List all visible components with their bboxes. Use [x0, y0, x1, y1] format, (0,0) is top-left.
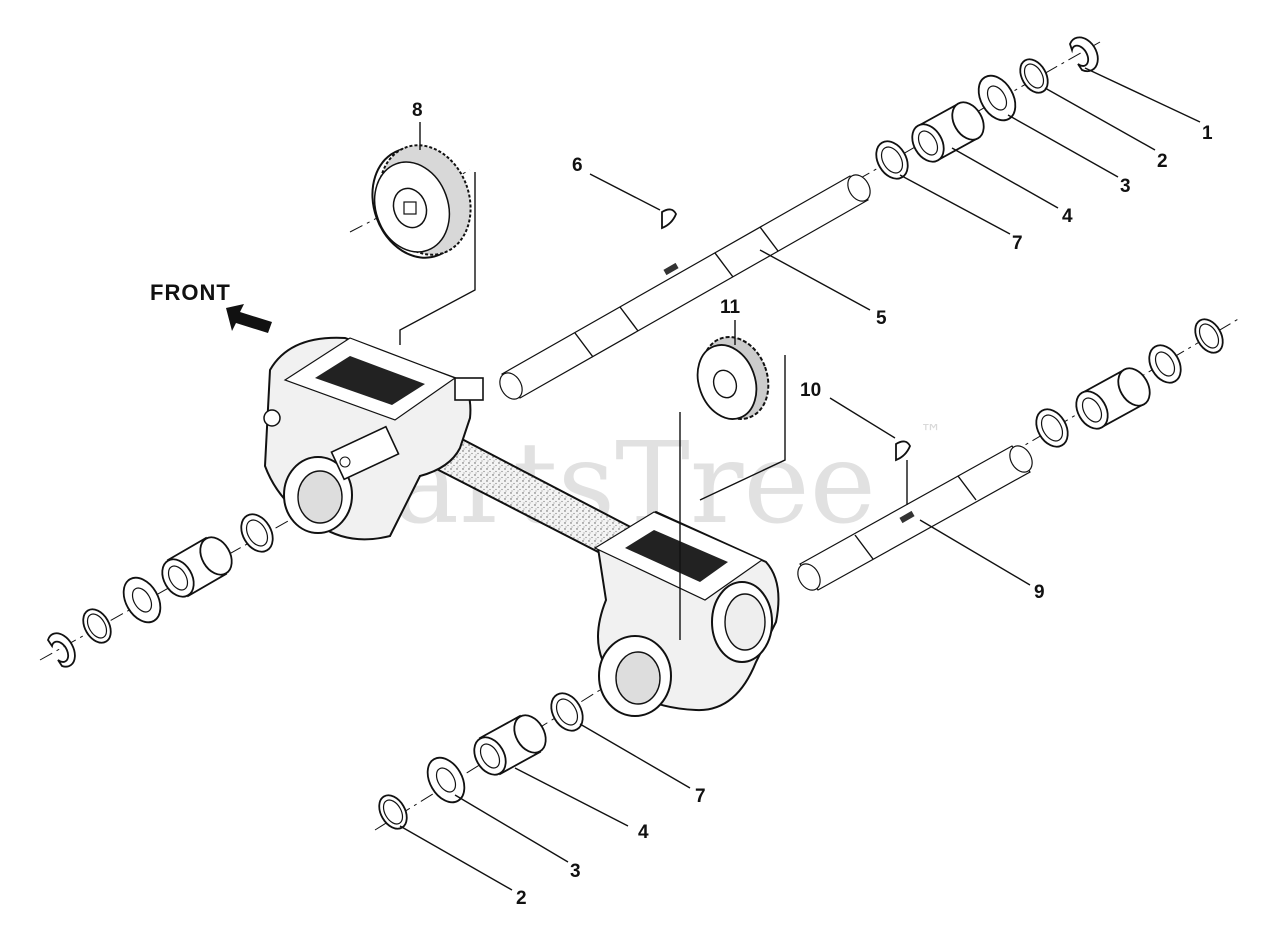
shaft-part-9 [797, 445, 1033, 591]
callout-6: 6 [572, 155, 583, 176]
leader-lines [399, 67, 1201, 891]
washer-left [122, 576, 162, 624]
retainer-ring-part-7-upper [875, 140, 909, 180]
washer-part-3-upper [977, 74, 1017, 122]
callout-7-lower: 7 [695, 786, 706, 807]
front-arrow-icon [226, 304, 272, 333]
gear-part-8 [349, 144, 472, 259]
snap-ring-left [82, 608, 112, 644]
retainer-ring-left [240, 513, 274, 553]
bushing-left [161, 536, 233, 598]
callout-7: 7 [1012, 233, 1023, 254]
trademark-mark: ™ [920, 421, 942, 446]
washer-part-3-lower [426, 756, 466, 804]
snap-ring-right-lower [1194, 318, 1224, 354]
callout-9: 9 [1034, 582, 1045, 603]
key-part-10 [895, 440, 911, 505]
front-label: FRONT [150, 280, 231, 305]
bushing-part-4-upper [911, 101, 985, 163]
callout-10: 10 [800, 380, 821, 401]
clip-left [47, 632, 76, 668]
callout-4-lower: 4 [638, 822, 649, 843]
gear-part-11 [679, 336, 786, 640]
callout-5: 5 [876, 308, 887, 329]
clip-part-1 [1069, 36, 1099, 73]
shaft-part-5 [499, 174, 871, 400]
callout-3: 3 [1120, 176, 1131, 197]
callout-2-lower: 2 [516, 888, 527, 909]
gear-8-guide-line [399, 172, 476, 345]
key-part-6 [661, 208, 677, 230]
axle-housing [263, 336, 780, 717]
callout-1: 1 [1202, 123, 1213, 144]
snap-ring-part-2-upper [1019, 58, 1049, 94]
callout-3-lower: 3 [570, 861, 581, 882]
left-axle-centerline [39, 519, 291, 661]
retainer-ring-part-7-lower [550, 692, 584, 732]
callouts: 1 2 3 4 7 5 6 8 11 10 9 7 4 3 2 [412, 100, 1213, 909]
callout-11: 11 [720, 297, 741, 318]
callout-4: 4 [1062, 206, 1073, 227]
callout-8: 8 [412, 100, 423, 121]
bushing-part-4-lower [473, 714, 547, 776]
retainer-ring-right-lower [1035, 408, 1069, 448]
bushing-right-lower [1075, 367, 1151, 430]
washer-right-lower [1148, 344, 1182, 384]
snap-ring-part-2-lower [378, 794, 408, 830]
callout-2: 2 [1157, 151, 1168, 172]
